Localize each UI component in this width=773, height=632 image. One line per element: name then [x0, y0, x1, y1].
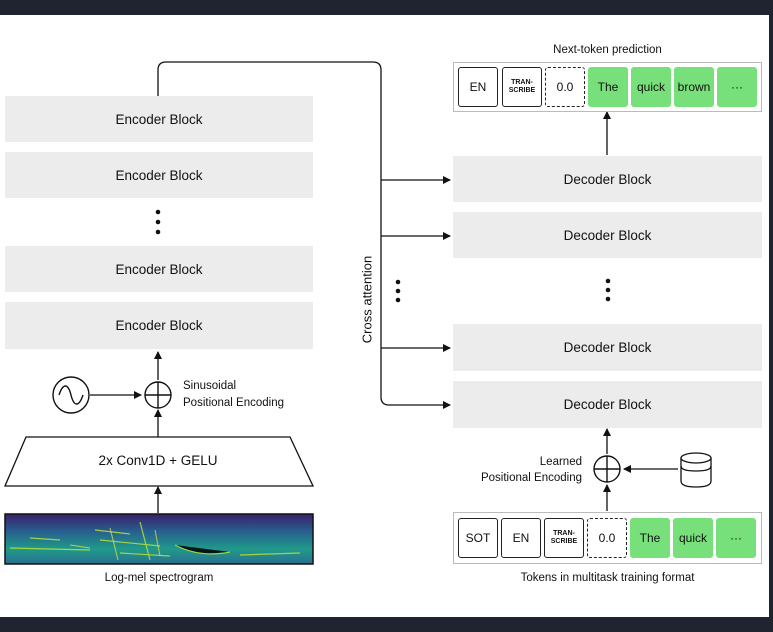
spectrogram-image	[4, 513, 314, 565]
embedding-table-icon	[680, 452, 712, 488]
encoder-block-1: Encoder Block	[5, 96, 313, 142]
encoder-output-line	[157, 61, 451, 409]
output-token: brown	[674, 67, 714, 107]
output-token: EN	[458, 67, 498, 107]
encoder-block-2: Encoder Block	[5, 152, 313, 198]
decoder-ellipsis-icon	[605, 278, 611, 302]
input-token: ···	[716, 518, 756, 558]
output-token: 0.0	[545, 67, 585, 107]
input-token: The	[630, 518, 670, 558]
input-caption: Tokens in multitask training format	[520, 572, 695, 584]
output-token: quick	[631, 67, 671, 107]
decoder-block-1: Decoder Block	[453, 156, 762, 202]
encoder-block-3: Encoder Block	[5, 246, 313, 292]
input-token: TRAN- SCRIBE	[544, 518, 584, 558]
sinusoidal-label-2: Positional Encoding	[183, 397, 285, 409]
learned-label-1: Learned	[539, 456, 582, 468]
conv-trapezoid	[4, 436, 315, 487]
output-token: The	[588, 67, 628, 107]
input-token: 0.0	[587, 518, 627, 558]
spectrogram-caption: Log-mel spectrogram	[104, 572, 214, 584]
output-caption: Next-token prediction	[553, 44, 662, 56]
encoder-block-4: Encoder Block	[5, 302, 313, 349]
sinusoid-icon	[52, 376, 90, 414]
cross-attention-label: Cross attention	[359, 255, 375, 344]
cross-attn-ellipsis-icon	[395, 279, 401, 303]
output-token: ···	[717, 67, 757, 107]
output-token: TRAN- SCRIBE	[502, 67, 542, 107]
decoder-block-4: Decoder Block	[453, 381, 762, 428]
sinusoidal-label-1: Sinusoidal	[183, 380, 237, 392]
encoder-ellipsis-icon	[155, 209, 161, 235]
decoder-block-3: Decoder Block	[453, 324, 762, 371]
conv-label: 2x Conv1D + GELU	[98, 453, 218, 468]
input-token: SOT	[458, 518, 498, 558]
decoder-sum-icon	[593, 455, 621, 483]
input-token: quick	[673, 518, 713, 558]
decoder-block-2: Decoder Block	[453, 212, 762, 258]
learned-label-2: Positional Encoding	[480, 472, 582, 484]
input-token: EN	[501, 518, 541, 558]
encoder-sum-icon	[144, 381, 172, 409]
